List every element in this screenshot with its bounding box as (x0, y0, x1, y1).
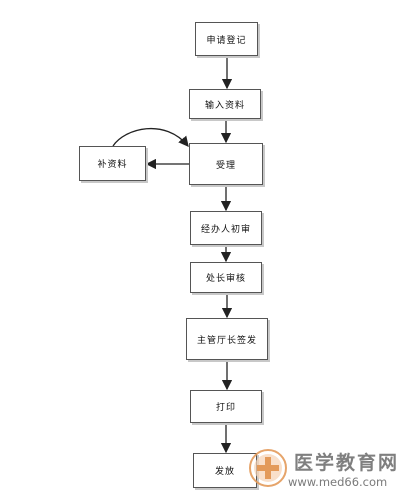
step-apply-register: 申请登记 (195, 22, 258, 56)
step-initial-review: 经办人初审 (190, 211, 262, 245)
step-accept: 受理 (189, 143, 263, 185)
step-supplement-data: 补资料 (79, 146, 146, 181)
watermark-title: 医学教育网 (294, 452, 400, 474)
arrow-supplement-to-accept (112, 128, 189, 148)
step-input-data: 输入资料 (189, 89, 261, 119)
step-distribute: 发放 (193, 453, 257, 488)
step-director-review: 处长审核 (190, 262, 262, 293)
med66-logo-icon (249, 449, 287, 487)
step-chief-sign: 主管厅长签发 (186, 318, 268, 360)
step-print: 打印 (190, 390, 262, 423)
watermark: 医学教育网 www.med66.com (248, 448, 415, 500)
watermark-url: www.med66.com (288, 475, 388, 489)
